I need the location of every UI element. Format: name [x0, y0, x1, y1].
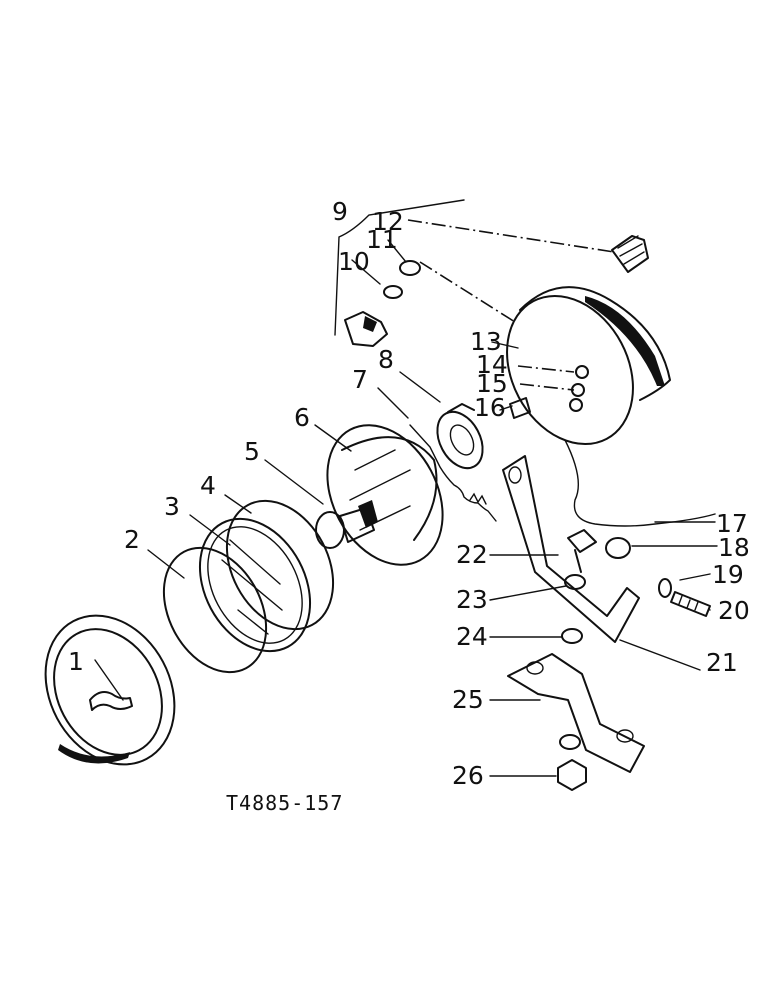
callout-10: 10 — [338, 247, 370, 276]
callout-15: 15 — [476, 369, 508, 398]
part-reflector — [326, 424, 444, 566]
callout-9: 9 — [332, 197, 348, 226]
callout-5: 5 — [244, 437, 260, 466]
callout-26: 26 — [452, 761, 484, 790]
part-wire — [409, 424, 497, 522]
callout-3: 3 — [164, 492, 180, 521]
callout-19: 19 — [712, 560, 744, 589]
part-bulb — [315, 500, 378, 549]
part-cable — [564, 439, 716, 527]
part-rim — [44, 614, 176, 766]
callout-13: 13 — [470, 327, 502, 356]
part-mounting-bracket — [502, 455, 640, 643]
callout-22: 22 — [456, 540, 488, 569]
part-bolt-20 — [658, 578, 711, 617]
callout-6: 6 — [294, 403, 310, 432]
callout-23: 23 — [456, 585, 488, 614]
callout-21: 21 — [706, 648, 738, 677]
part-lens — [198, 517, 312, 653]
callout-8: 8 — [378, 345, 394, 374]
part-clip — [509, 397, 531, 419]
callout-4: 4 — [200, 471, 216, 500]
callout-17: 17 — [716, 509, 748, 538]
part-plug — [611, 235, 649, 273]
callouts: 1 2 3 4 5 6 7 8 9 10 11 12 13 14 15 16 1… — [68, 197, 750, 790]
callout-7: 7 — [352, 365, 368, 394]
callout-1: 1 — [68, 647, 84, 676]
callout-11: 11 — [366, 225, 398, 254]
part-nut-18 — [605, 537, 631, 559]
part-washers — [557, 574, 587, 791]
callout-16: 16 — [474, 393, 506, 422]
figure-id: T4885-157 — [226, 791, 343, 815]
callout-18: 18 — [718, 533, 750, 562]
callout-25: 25 — [452, 685, 484, 714]
callout-24: 24 — [456, 622, 488, 651]
part-bulb-holder — [436, 403, 484, 470]
part-clamp-plate — [507, 653, 645, 773]
part-bolt-22 — [567, 529, 597, 573]
callout-2: 2 — [124, 525, 140, 554]
callout-20: 20 — [718, 596, 750, 625]
part-gasket — [225, 499, 335, 631]
callout-12: 12 — [372, 207, 404, 236]
part-assembly-bracket-line — [334, 199, 465, 336]
part-switch — [344, 260, 421, 347]
part-housing — [506, 286, 671, 446]
callout-14: 14 — [476, 350, 508, 379]
leader-lines — [94, 219, 718, 777]
